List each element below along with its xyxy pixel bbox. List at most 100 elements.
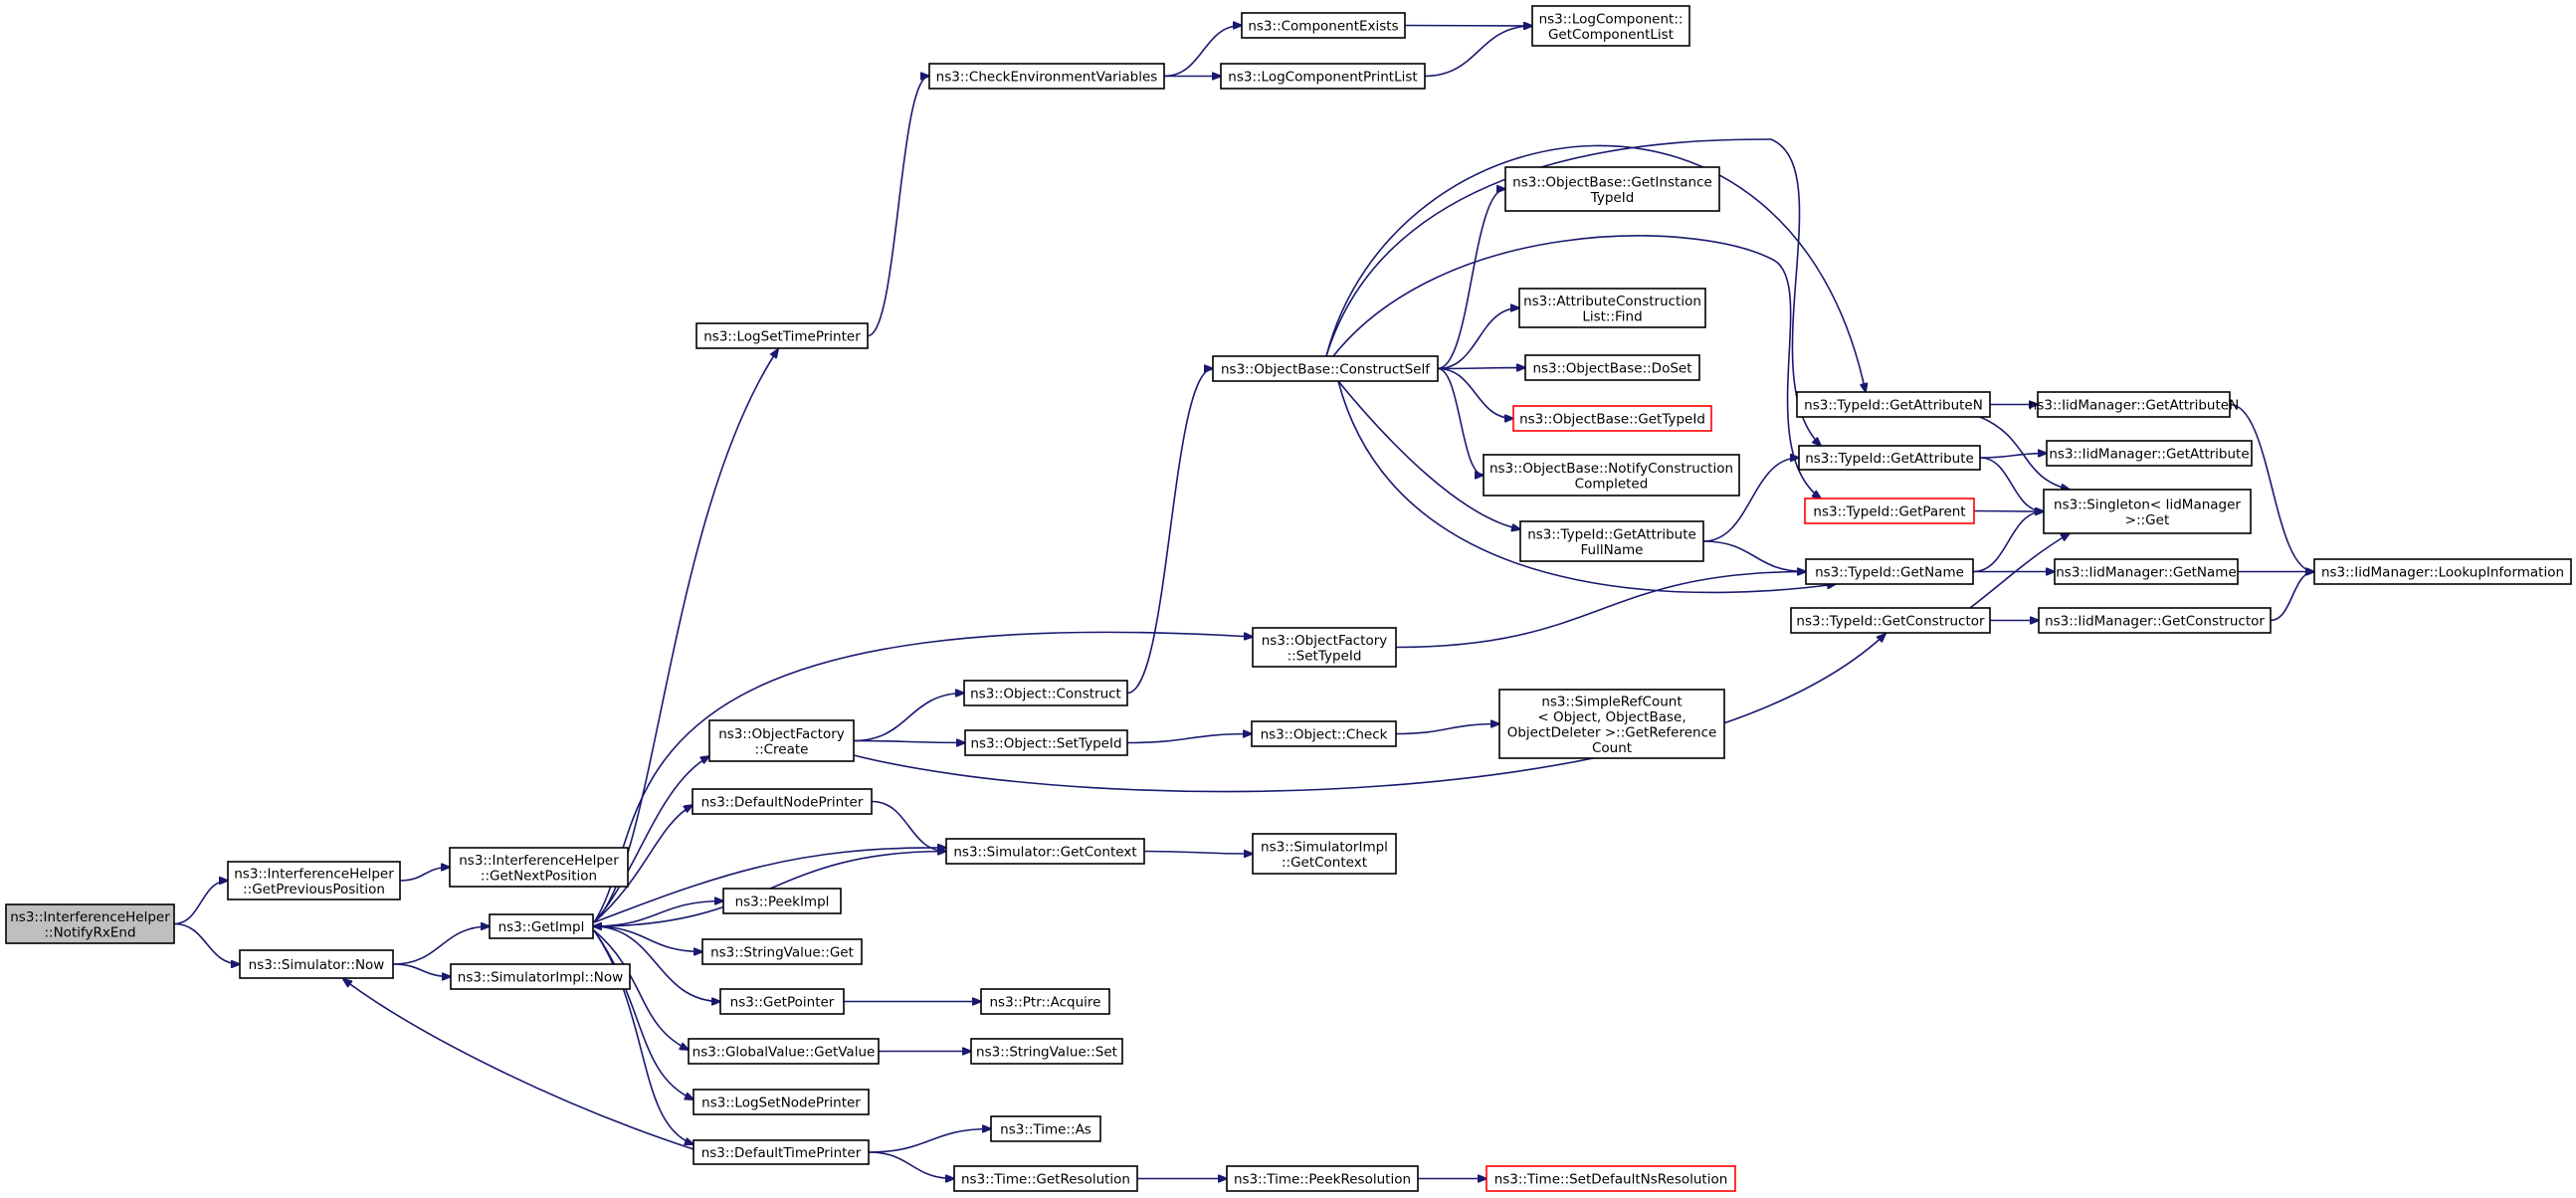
function-node-n9[interactable]: ns3::LogComponentPrintList [1220, 63, 1426, 90]
node-box [1498, 689, 1725, 759]
node-box [688, 1038, 880, 1065]
function-node-n6[interactable]: ns3::SimulatorImpl::Now [450, 963, 631, 990]
node-box [692, 788, 873, 815]
node-box [963, 680, 1128, 706]
function-node-n46[interactable]: ns3::DefaultTimePrinter [693, 1139, 870, 1165]
function-node-n35[interactable]: ns3::SimpleRefCount< Object, ObjectBase,… [1498, 689, 1725, 759]
node-box [953, 1165, 1138, 1192]
call-edge-n46-n47 [868, 1129, 991, 1153]
call-edge-n5-n36 [593, 805, 693, 923]
node-label: ::SetTypeId [1288, 648, 1362, 664]
node-box [5, 903, 175, 944]
node-label: ::GetNextPosition [481, 868, 597, 884]
edge-layer [173, 26, 2314, 1179]
function-node-n34[interactable]: ns3::Object::Check [1251, 720, 1397, 747]
node-box [1251, 720, 1397, 747]
function-node-n29[interactable]: ns3::IidManager::GetName [2054, 558, 2239, 585]
function-node-n22[interactable]: ns3::TypeId::GetAttribute [1798, 445, 1981, 471]
function-node-n39[interactable]: ns3::PeekImpl [722, 888, 842, 914]
function-node-n25[interactable]: ns3::TypeId::GetConstructor [1790, 607, 1991, 634]
function-node-n47[interactable]: ns3::Time::As [990, 1115, 1101, 1142]
function-node-n41[interactable]: ns3::GetPointer [719, 988, 845, 1015]
function-node-n14[interactable]: ns3::ObjectBase::ConstructSelf [1212, 355, 1439, 382]
function-node-n3[interactable]: ns3::Simulator::Now [239, 949, 394, 979]
function-node-n17[interactable]: ns3::ObjectBase::DoSet [1524, 354, 1700, 381]
function-node-n36[interactable]: ns3::DefaultNodePrinter [692, 788, 873, 815]
node-label: ns3::ObjectBase::ConstructSelf [1221, 362, 1431, 378]
node-label: ns3::DefaultTimePrinter [701, 1145, 862, 1161]
node-label: ns3::IidManager::GetConstructor [2045, 614, 2265, 630]
function-node-n11[interactable]: ns3::LogSetTimePrinter [695, 322, 869, 349]
function-node-n44[interactable]: ns3::StringValue::Set [970, 1038, 1123, 1065]
function-node-n7[interactable]: ns3::CheckEnvironmentVariables [928, 63, 1165, 90]
function-node-n10[interactable]: ns3::LogComponent::GetComponentList [1531, 5, 1690, 47]
function-node-n4[interactable]: ns3::InterferenceHelper::GetNextPosition [449, 847, 629, 888]
function-node-n24[interactable]: ns3::TypeId::GetName [1805, 558, 1974, 585]
call-edge-n14-n16 [1437, 308, 1519, 370]
function-node-n26[interactable]: ns3::IidManager::GetAttributeN [2029, 391, 2239, 418]
function-node-n50[interactable]: ns3::Time::SetDefaultNsResolution [1486, 1165, 1736, 1192]
node-label: ns3::ObjectFactory [1262, 633, 1388, 649]
call-edge-n5-n12 [593, 756, 709, 923]
function-node-n21[interactable]: ns3::TypeId::GetAttributeN [1796, 391, 1991, 418]
function-node-n42[interactable]: ns3::Ptr::Acquire [980, 988, 1110, 1015]
node-label: ns3::ObjectBase::GetInstance [1512, 174, 1712, 190]
node-label: < Object, ObjectBase, [1537, 709, 1685, 725]
call-edge-n14-n20 [1337, 380, 1520, 529]
call-edge-n23-n28 [1973, 511, 2044, 512]
node-label: ::Create [755, 741, 809, 757]
node-box [1796, 391, 1991, 418]
function-node-n28[interactable]: ns3::Singleton< IidManager>::Get [2043, 489, 2252, 534]
function-node-n31[interactable]: ns3::IidManager::LookupInformation [2313, 558, 2572, 585]
function-node-n49[interactable]: ns3::Time::PeekResolution [1226, 1165, 1419, 1192]
node-label: ns3::LogSetTimePrinter [703, 329, 861, 345]
node-box [693, 1089, 870, 1115]
node-label: ns3::Simulator::Now [249, 957, 385, 973]
node-label: ObjectDeleter >::GetReference [1507, 724, 1717, 740]
function-node-n5[interactable]: ns3::GetImpl [489, 913, 594, 939]
node-box [2037, 391, 2231, 418]
node-label: FullName [1581, 542, 1644, 558]
call-edge-n7-n8 [1163, 26, 1242, 78]
function-node-n48[interactable]: ns3::Time::GetResolution [953, 1165, 1138, 1192]
node-box [1798, 445, 1981, 471]
node-label: ns3::Simulator::GetContext [953, 845, 1136, 861]
function-node-n43[interactable]: ns3::GlobalValue::GetValue [688, 1038, 880, 1065]
call-edge-n12-n25 [853, 634, 1885, 793]
node-label: ns3::TypeId::GetParent [1813, 504, 1965, 520]
node-box [2046, 440, 2253, 467]
node-label: ns3::DefaultNodePrinter [701, 795, 864, 811]
function-node-n2[interactable]: ns3::InterferenceHelper::GetPreviousPosi… [227, 861, 401, 900]
function-node-n33[interactable]: ns3::Object::SetTypeId [964, 729, 1128, 756]
function-node-n13[interactable]: ns3::Object::Construct [963, 680, 1128, 706]
call-edge-n46-n3 [343, 979, 694, 1150]
call-edge-n1-n3 [173, 922, 240, 965]
function-node-n37[interactable]: ns3::Simulator::GetContext [945, 838, 1145, 865]
function-node-n19[interactable]: ns3::ObjectBase::NotifyConstructionCompl… [1483, 454, 1740, 497]
node-box [2313, 558, 2572, 585]
function-node-n23[interactable]: ns3::TypeId::GetParent [1804, 498, 1975, 524]
function-node-n8[interactable]: ns3::ComponentExists [1241, 12, 1406, 39]
function-node-n45[interactable]: ns3::LogSetNodePrinter [693, 1089, 870, 1115]
function-node-n32[interactable]: ns3::ObjectFactory::SetTypeId [1252, 627, 1397, 668]
function-node-n18[interactable]: ns3::ObjectBase::GetTypeId [1512, 405, 1712, 432]
function-node-n12[interactable]: ns3::ObjectFactory::Create [708, 719, 855, 762]
node-box [489, 913, 594, 939]
function-node-n27[interactable]: ns3::IidManager::GetAttribute [2046, 440, 2253, 467]
call-edge-n12-n13 [853, 694, 964, 742]
node-label: Count [1592, 740, 1632, 756]
node-box [1790, 607, 1991, 634]
function-node-n1[interactable]: ns3::InterferenceHelper::NotifyRxEnd [5, 903, 175, 944]
node-box [1486, 1165, 1736, 1192]
function-node-n38[interactable]: ns3::SimulatorImpl::GetContext [1252, 833, 1397, 875]
call-edge-n9-n10 [1424, 26, 1532, 78]
node-box [1252, 627, 1397, 668]
function-node-n30[interactable]: ns3::IidManager::GetConstructor [2038, 607, 2272, 634]
node-box [701, 938, 863, 965]
function-node-n40[interactable]: ns3::StringValue::Get [701, 938, 863, 965]
call-edge-n14-n24 [1337, 380, 1836, 594]
node-box [1483, 454, 1740, 497]
